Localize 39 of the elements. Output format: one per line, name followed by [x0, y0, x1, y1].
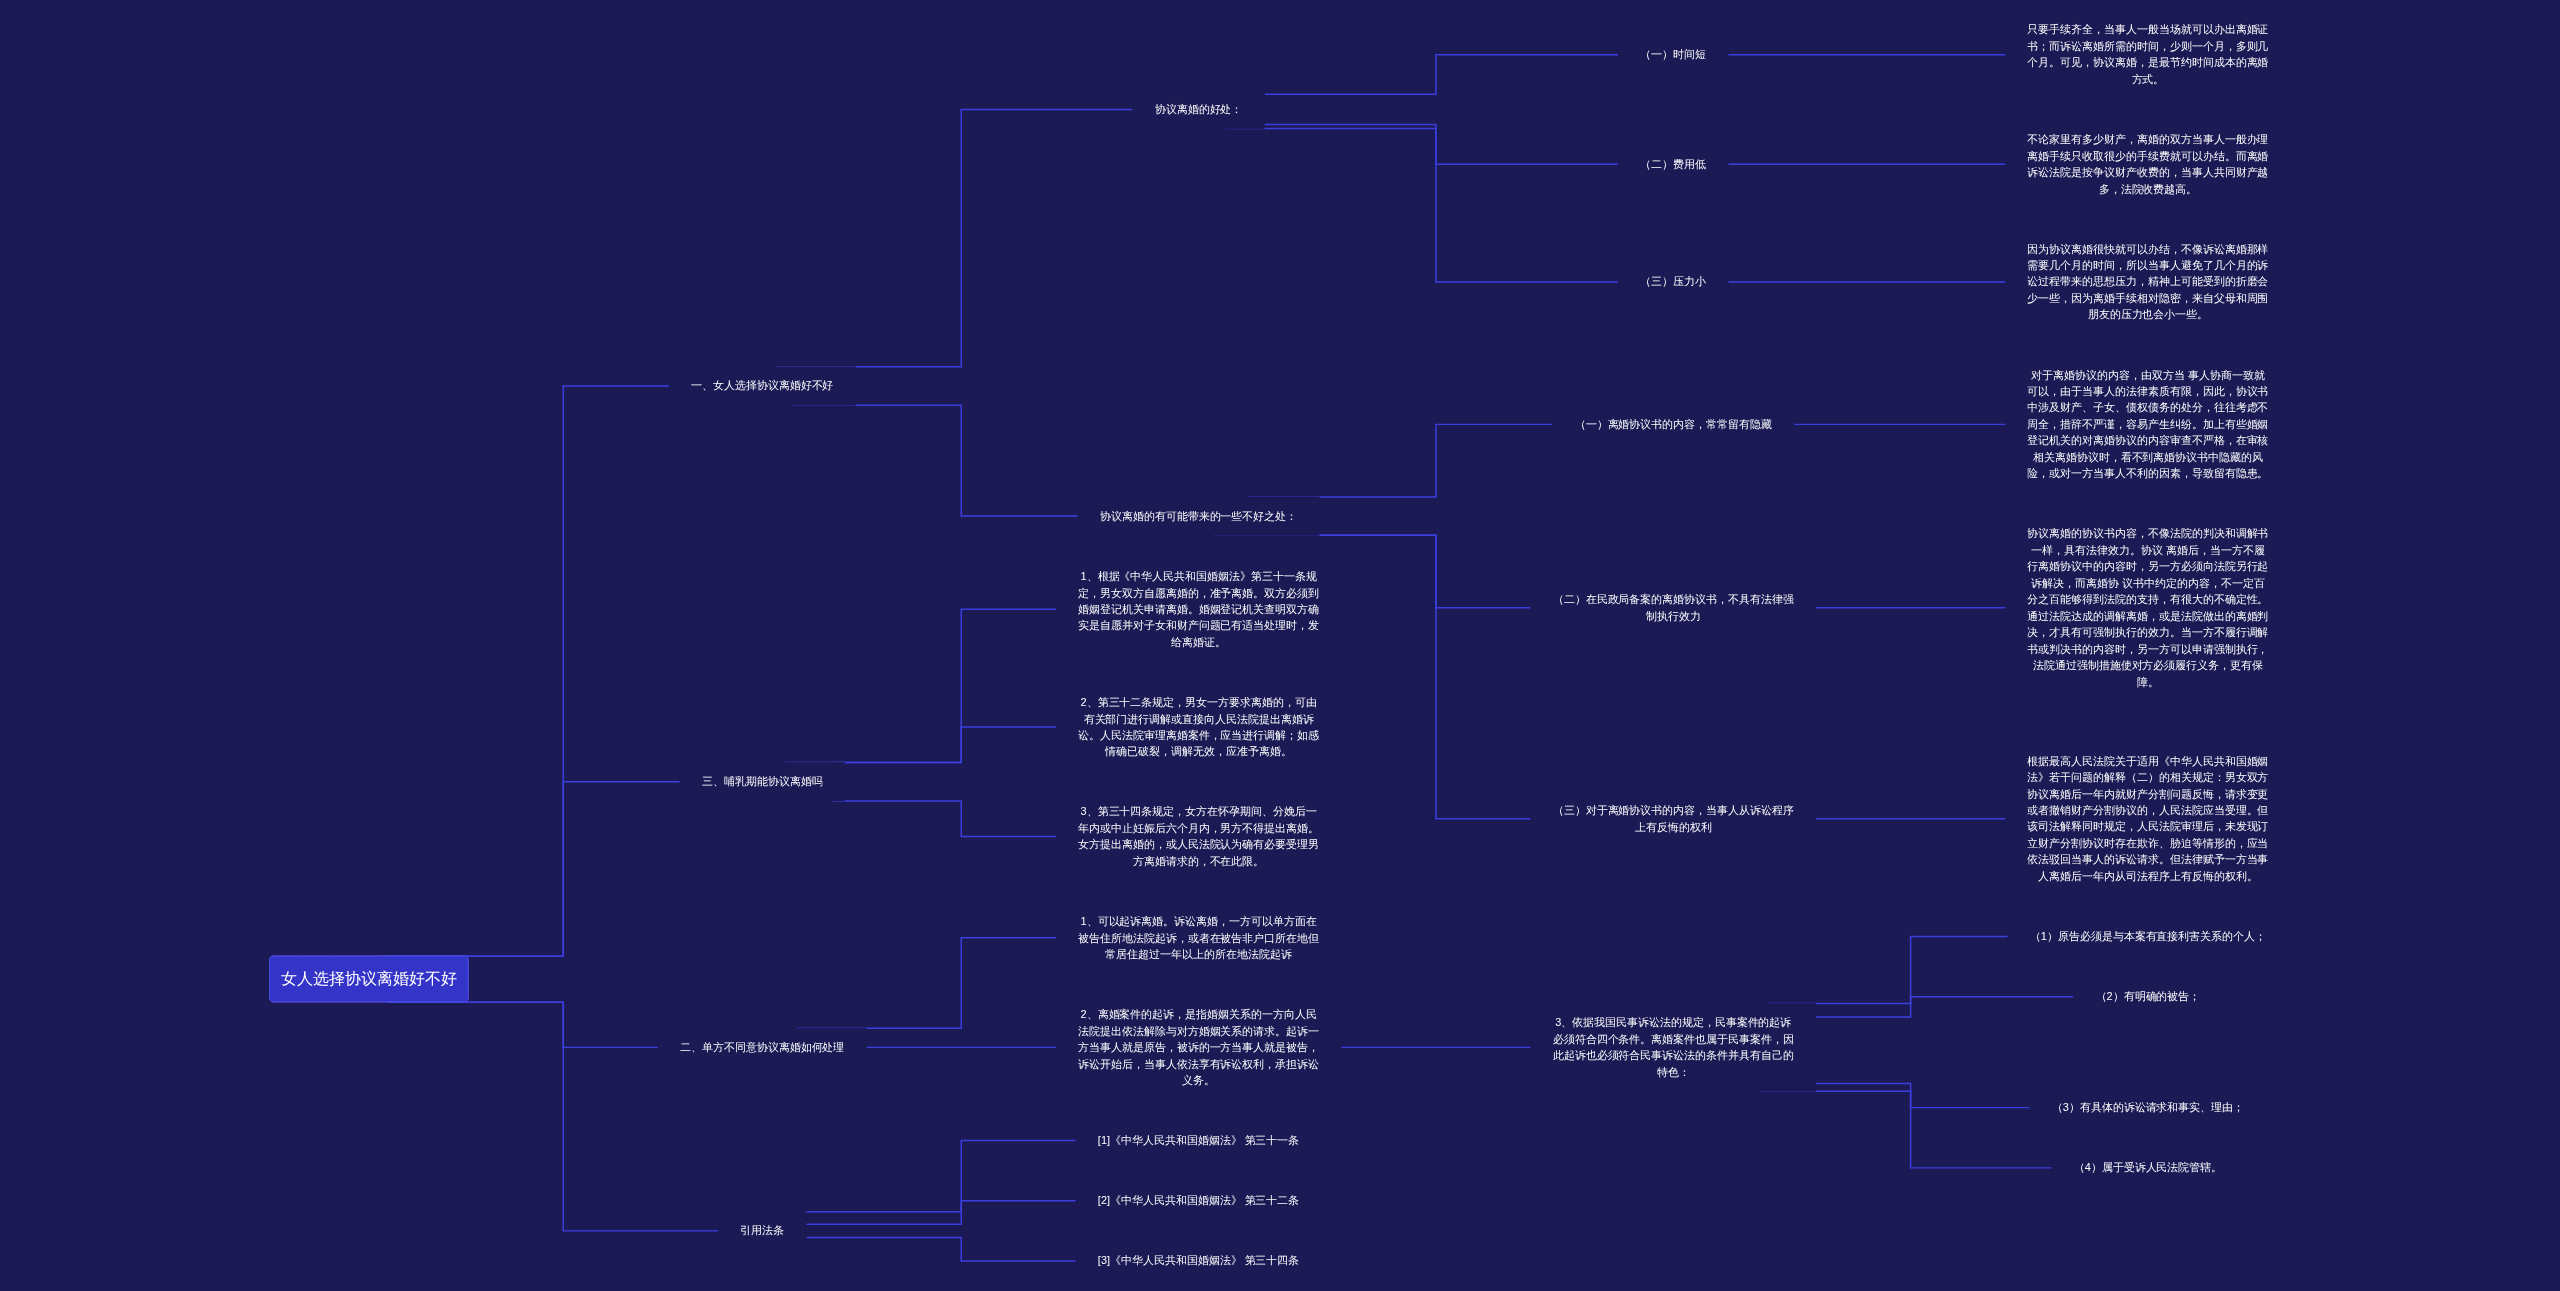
- connector: [1793, 423, 2007, 426]
- connector: [1814, 1082, 2031, 1109]
- node-text: 1、可以起诉离婚。诉讼离婚，一方可以单方面在被告住所地法院起诉，或者在被告非户口所在地但常居住超过一年以上的所在地法院起诉: [1078, 914, 1320, 960]
- node-text: 1、根据《中华人民共和国婚姻法》第三十一条规定，男女双方自愿离婚的，准予离婚。双方必须到婚姻登记机关申请离婚。婚姻登记机关查明双方确实是自愿并对子女和财产问题已有适当处理时，发给离婚证。: [1078, 569, 1320, 648]
- node-text: （一）时间短: [1640, 47, 1707, 61]
- connector: [1340, 1046, 1532, 1049]
- node-text: （一）离婚协议书的内容，常常留有隐藏: [1574, 417, 1772, 431]
- node-text: 3、第三十四条规定，女方在怀孕期间、分娩后一年内或中止妊娠后六个月内，男方不得提出离婚。女方提出离婚的，或人民法院认为确有必要受理男方离婚请求的，不在此限。: [1078, 805, 1320, 867]
- node-text: （4）属于受诉人民法院管辖。: [2073, 1161, 2223, 1174]
- connector: [805, 1236, 1077, 1262]
- node-text: 2、第三十二条规定，男女一方要求离婚的，可由有关部门进行调解或直接向人民法院提出离婚诉讼。人民法院审理离婚案件，应当进行调解；如感情确已破裂，调解无效，应准予离婚。: [1078, 695, 1320, 758]
- connector: [1263, 123, 1620, 165]
- connector: [1727, 163, 2007, 165]
- node-text: 对于离婚协议的内容，由双方当 事人协商一致就可以，由于当事人的法律素质有限，因此，协议书中涉及财产、子女、债权债务的处分，往往考虑不周全，措辞不严谨，容易产生纠纷。加上有些婚姻登记机关的对离婚协议的内容审查不严格，在审核相关离婚协议时，看不到离婚协议书中隐藏的风险，或对一方当事人不利的因素，导致留有隐患。: [2027, 368, 2269, 480]
- node-text: （三）对于离婚协议书的内容，当事人从诉讼程序上有反悔的权利: [1552, 803, 1794, 833]
- node-text: （二）在民政局备案的离婚协议书，不具有法律强制执行效力: [1552, 592, 1794, 622]
- node-text: （二）费用低: [1640, 157, 1707, 170]
- node-text: （2）有明确的被告；: [2095, 989, 2201, 1003]
- connector: [805, 1200, 1077, 1225]
- connector: [1727, 281, 2007, 283]
- node-text: 只要手续齐全，当事人一般当场就可以办出离婚证书；而诉讼离婚所需的时间，少则一个月，多则几个月。可见，协议离婚，是最节约时间成本的离婚方式。: [2027, 23, 2269, 85]
- node-text: [2]《中华人民共和国婚姻法》 第三十二条: [1097, 1193, 1300, 1207]
- node-text: 引用法条: [740, 1224, 785, 1237]
- connector: [1727, 53, 2007, 56]
- node-text: 根据最高人民法院关于适用《中华人民共和国婚姻法》若干问题的解释（二）的相关规定：男女双方协议离婚后一年内就财产分割问题反悔，请求变更或者撤销财产分割协议的，人民法院应当受理。但该司法解释同时规定，人民法院审理后，未发现订立财产分割协议时存在欺诈、胁迫等情形的，应当依法驳回当事人的诉讼请求。但法律赋予一方当事人离婚后一年内从司法程序上有反悔的权利。: [2027, 754, 2269, 882]
- node-text: 协议离婚的协议书内容，不像法院的判决和调解书一样，具有法律效力。协议 离婚后，当一方不履行离婚协议中的内容时，另一方必须向法院另行起诉解决，而离婚协 议书中约定的内容，不一定百分之百能够得到法院的支持，有很大的不确定性。通过法院达成的调解离婚，或是法院做出的离婚判决，才具有可强制执行的效力。当一方不履行调解书或判决书的内容时，另一方可以申请强制执行，法院通过强制措施使对方必须履行义务，更有保障。: [2027, 527, 2269, 688]
- connector: [1814, 818, 2007, 820]
- node-text: （三）压力小: [1640, 275, 1707, 288]
- node-text: （3）有具体的诉讼请求和事实、理由；: [2051, 1100, 2245, 1114]
- node-text: [3]《中华人民共和国婚姻法》 第三十四条: [1097, 1254, 1300, 1267]
- connector: [1814, 996, 2075, 1018]
- node-text: 不论家里有多少财产，离婚的双方当事人一般办理离婚手续只收取很少的手续费就可以办结。而离婚诉讼法院是按争议财产收费的，当事人共同财产越多，法院收费越高。: [2027, 132, 2269, 195]
- connector: [865, 1046, 1057, 1049]
- node-text: 2、离婚案件的起诉，是指婚姻关系的一方向人民法院提出依法解除与对方婚姻关系的请求。起诉一方当事人就是原告，被诉的一方当事人就是被告，诉讼开始后，当事人依法享有诉讼权利，承担诉讼义务。: [1078, 1007, 1320, 1086]
- connector: [1814, 607, 2007, 609]
- node-text: [1]《中华人民共和国婚姻法》 第三十一条: [1097, 1133, 1300, 1147]
- node-text: 因为协议离婚很快就可以办结，不像诉讼离婚那样需要几个月的时间，所以当事人避免了几个月的诉讼过程带来的思想压力，精神上可能受到的折磨会少一些，因为离婚手续相对隐密，来自父母和周围朋友的压力也会小一些。: [2027, 242, 2269, 321]
- connector: [1263, 53, 1620, 95]
- node-text: （1）原告必须是与本案有直接利害关系的个人；: [2029, 929, 2266, 943]
